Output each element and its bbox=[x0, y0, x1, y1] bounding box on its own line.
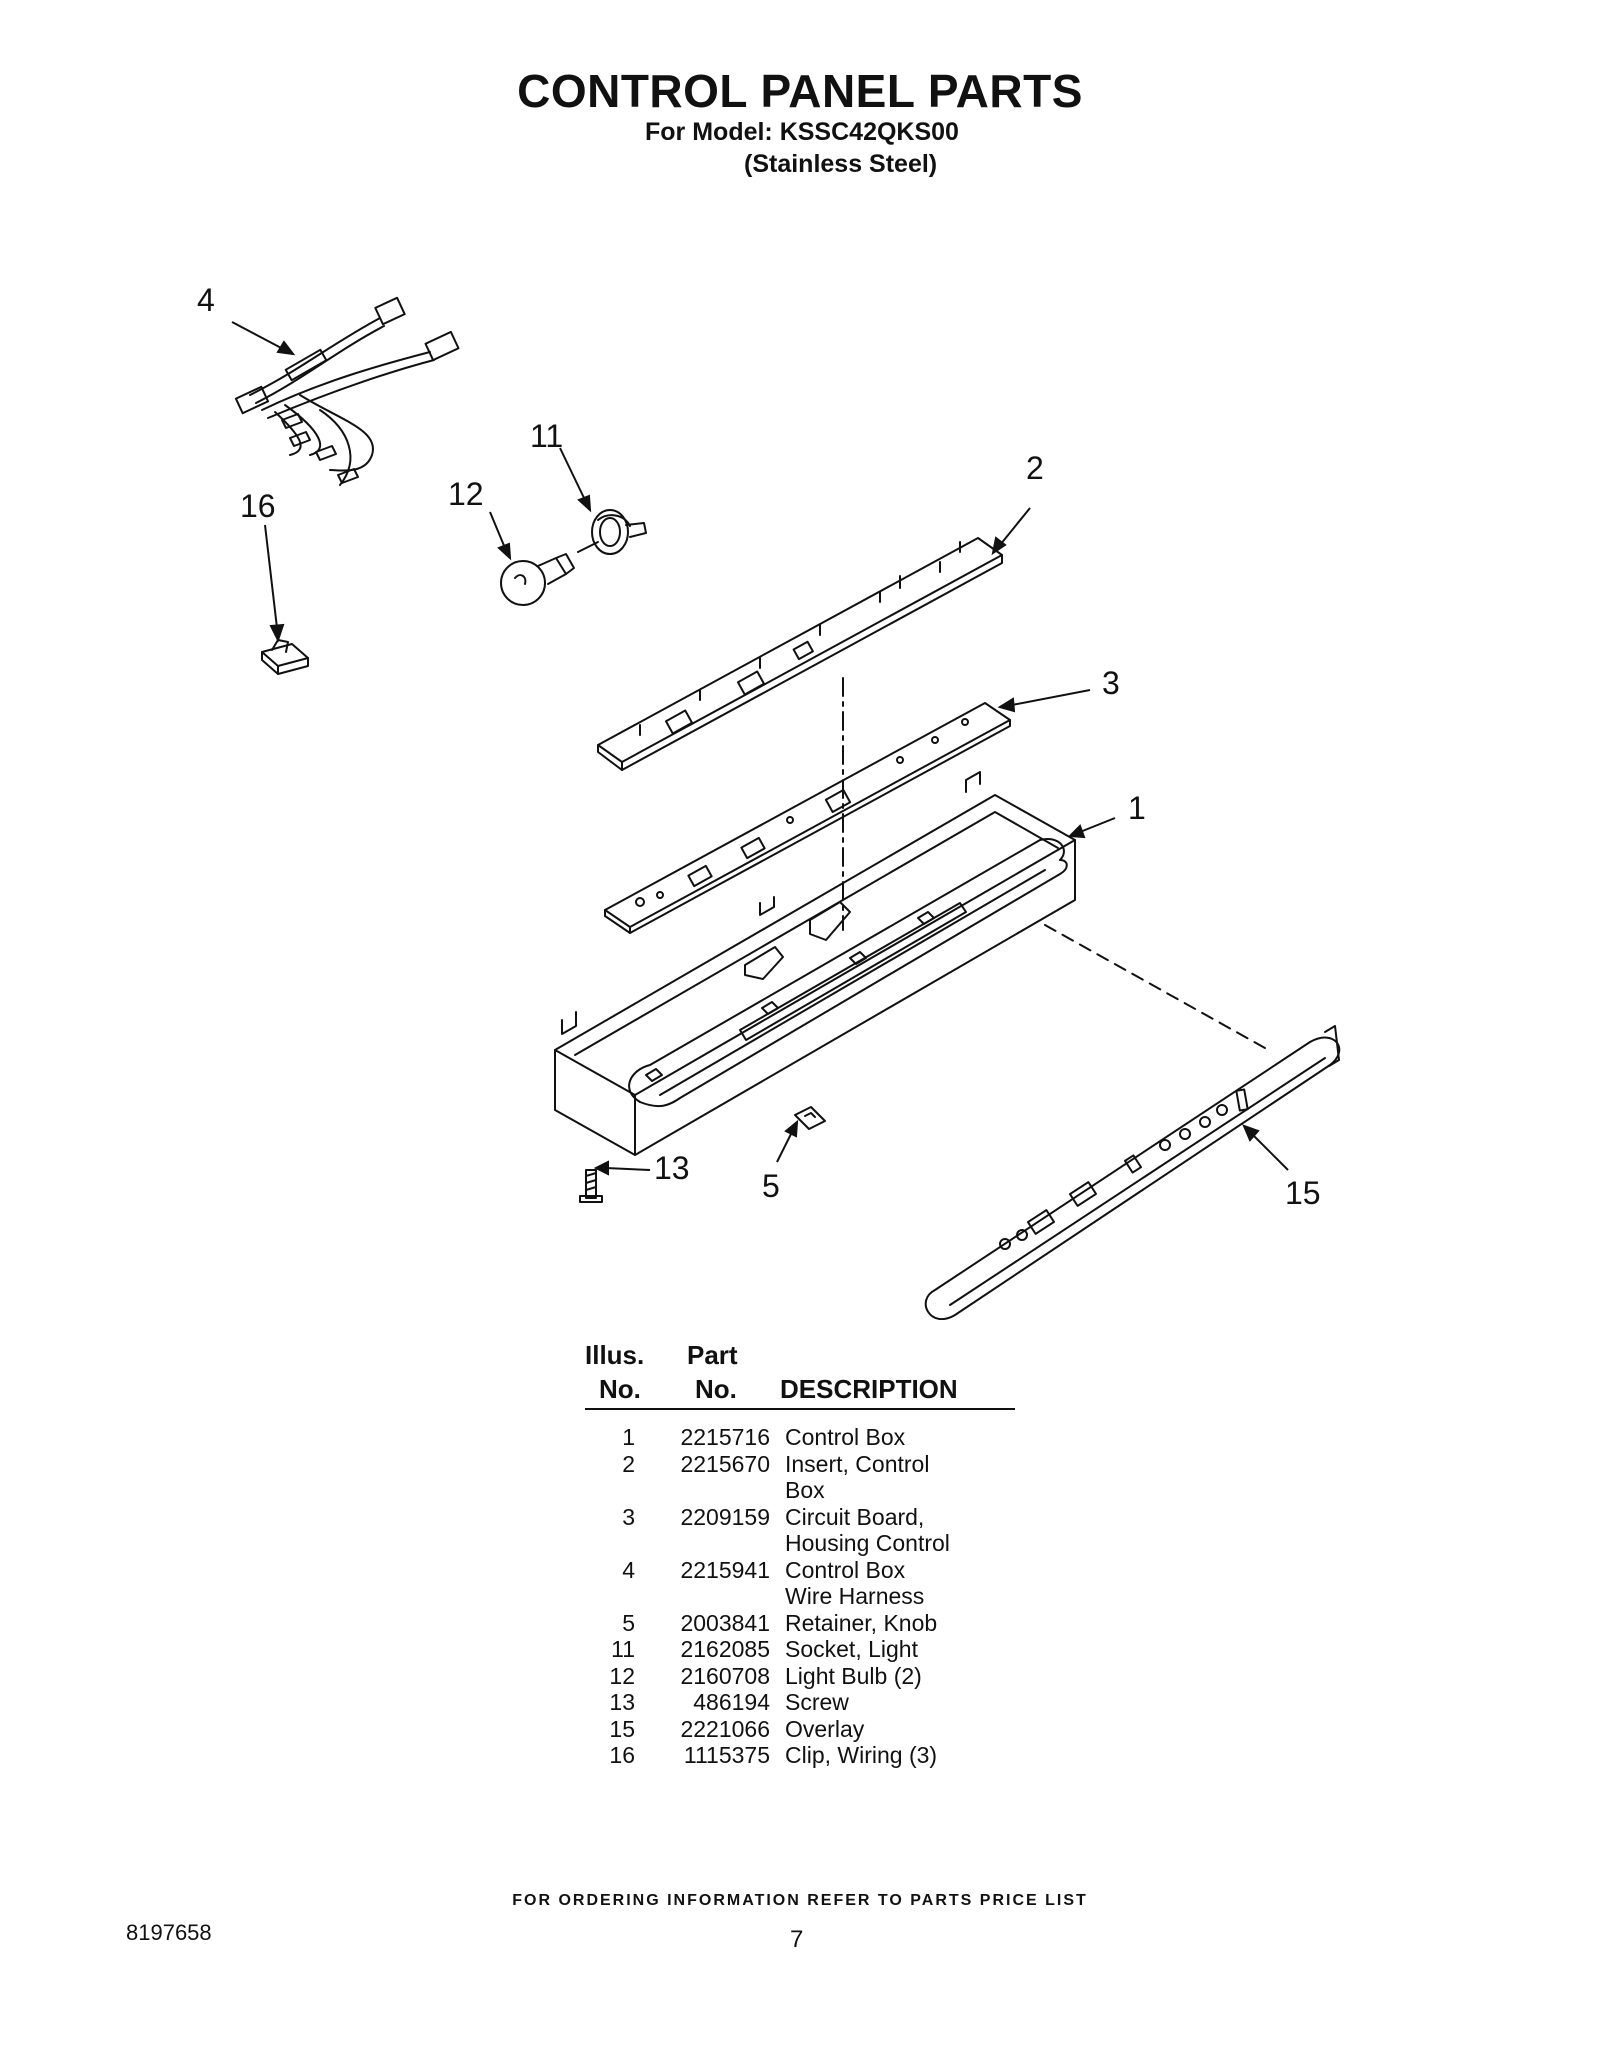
wire-harness-part bbox=[234, 296, 460, 486]
header-description: DESCRIPTION bbox=[780, 1374, 958, 1404]
illus-no: 5 bbox=[622, 1609, 635, 1636]
control-box-part bbox=[554, 771, 1076, 1156]
callout-13: 13 bbox=[654, 1150, 690, 1186]
callout-12: 12 bbox=[448, 476, 484, 512]
light-bulb-part bbox=[500, 553, 575, 606]
part-no: 2215716 bbox=[680, 1424, 770, 1450]
exploded-parts-diagram bbox=[231, 296, 1341, 1320]
table-row: 11 2162085 Socket, Light bbox=[585, 1636, 1015, 1663]
callout-5: 5 bbox=[762, 1168, 780, 1204]
header-part-bottom: No. bbox=[695, 1374, 737, 1404]
wiring-clip-part bbox=[261, 639, 309, 675]
illus-no: 11 bbox=[611, 1636, 635, 1662]
control-box-insert-part bbox=[597, 537, 1003, 771]
part-no: 2209159 bbox=[680, 1503, 770, 1530]
part-description: Socket, Light bbox=[785, 1636, 918, 1662]
part-no: 2215670 bbox=[680, 1450, 770, 1477]
part-no: 2160708 bbox=[680, 1662, 770, 1689]
callout-11: 11 bbox=[530, 418, 564, 454]
part-description-cont: Wire Harness bbox=[785, 1583, 925, 1609]
table-row: 13 486194 Screw bbox=[585, 1689, 1015, 1716]
illus-no: 16 bbox=[609, 1742, 635, 1768]
illus-no: 2 bbox=[622, 1450, 635, 1477]
callout-4: 4 bbox=[197, 282, 215, 318]
part-no: 2215941 bbox=[680, 1556, 770, 1583]
header-part-top: Part bbox=[687, 1340, 738, 1370]
table-row: 4 2215941 Control Box Wire Harness bbox=[585, 1557, 1015, 1610]
table-row: 1 2215716 Control Box bbox=[585, 1424, 1015, 1451]
finish-line: (Stainless Steel) bbox=[744, 150, 938, 178]
part-description: Screw bbox=[785, 1689, 849, 1715]
page-title: CONTROL PANEL PARTS bbox=[517, 65, 1083, 117]
illus-no: 1 bbox=[622, 1424, 635, 1450]
part-no: 2162085 bbox=[680, 1636, 770, 1662]
part-description: Control Box bbox=[785, 1424, 906, 1450]
table-row: 12 2160708 Light Bulb (2) bbox=[585, 1663, 1015, 1690]
part-description: Control Box bbox=[785, 1556, 906, 1583]
illus-no: 3 bbox=[622, 1503, 635, 1530]
parts-table-header: Illus. No. Part No. DESCRIPTION bbox=[585, 1340, 1015, 1410]
part-description-cont: Box bbox=[785, 1477, 825, 1503]
part-no: 2221066 bbox=[680, 1715, 770, 1742]
part-description: Light Bulb (2) bbox=[785, 1662, 922, 1689]
part-description: Circuit Board, bbox=[785, 1503, 925, 1530]
page-number: 7 bbox=[790, 1926, 804, 1953]
illus-no: 13 bbox=[609, 1689, 635, 1715]
callout-15: 15 bbox=[1285, 1175, 1321, 1211]
part-no: 486194 bbox=[693, 1689, 770, 1715]
part-no: 2003841 bbox=[680, 1609, 770, 1636]
ordering-note: FOR ORDERING INFORMATION REFER TO PARTS … bbox=[512, 1892, 1088, 1909]
overlay-part bbox=[924, 1025, 1341, 1320]
part-no: 1115375 bbox=[683, 1742, 770, 1768]
table-row: 16 1115375 Clip, Wiring (3) bbox=[585, 1742, 1015, 1769]
part-description-cont: Housing Control bbox=[785, 1530, 950, 1556]
header-illus-bottom: No. bbox=[599, 1374, 641, 1404]
part-description: Insert, Control bbox=[785, 1450, 930, 1477]
part-description: Overlay bbox=[785, 1715, 865, 1742]
table-row: 15 2221066 Overlay bbox=[585, 1716, 1015, 1743]
illus-no: 4 bbox=[622, 1556, 635, 1583]
table-row: 5 2003841 Retainer, Knob bbox=[585, 1610, 1015, 1637]
callout-16: 16 bbox=[240, 488, 276, 524]
screw-part bbox=[579, 1169, 603, 1203]
model-line: For Model: KSSC42QKS00 bbox=[645, 118, 959, 146]
parts-list-table: Illus. No. Part No. DESCRIPTION 1 221571… bbox=[585, 1340, 1015, 1769]
doc-number: 8197658 bbox=[126, 1920, 212, 1945]
callout-1: 1 bbox=[1128, 790, 1146, 826]
table-row: 3 2209159 Circuit Board, Housing Control bbox=[585, 1504, 1015, 1557]
part-description: Retainer, Knob bbox=[785, 1609, 938, 1636]
knob-retainer-part bbox=[794, 1106, 826, 1130]
illus-no: 15 bbox=[609, 1715, 635, 1742]
callout-2: 2 bbox=[1026, 450, 1044, 486]
table-row: 2 2215670 Insert, Control Box bbox=[585, 1451, 1015, 1504]
circuit-board-part bbox=[604, 702, 1011, 934]
light-socket-part bbox=[577, 509, 647, 555]
illus-no: 12 bbox=[609, 1662, 635, 1689]
callout-3: 3 bbox=[1102, 665, 1120, 701]
header-illus-top: Illus. bbox=[585, 1340, 645, 1370]
part-description: Clip, Wiring (3) bbox=[785, 1742, 938, 1768]
